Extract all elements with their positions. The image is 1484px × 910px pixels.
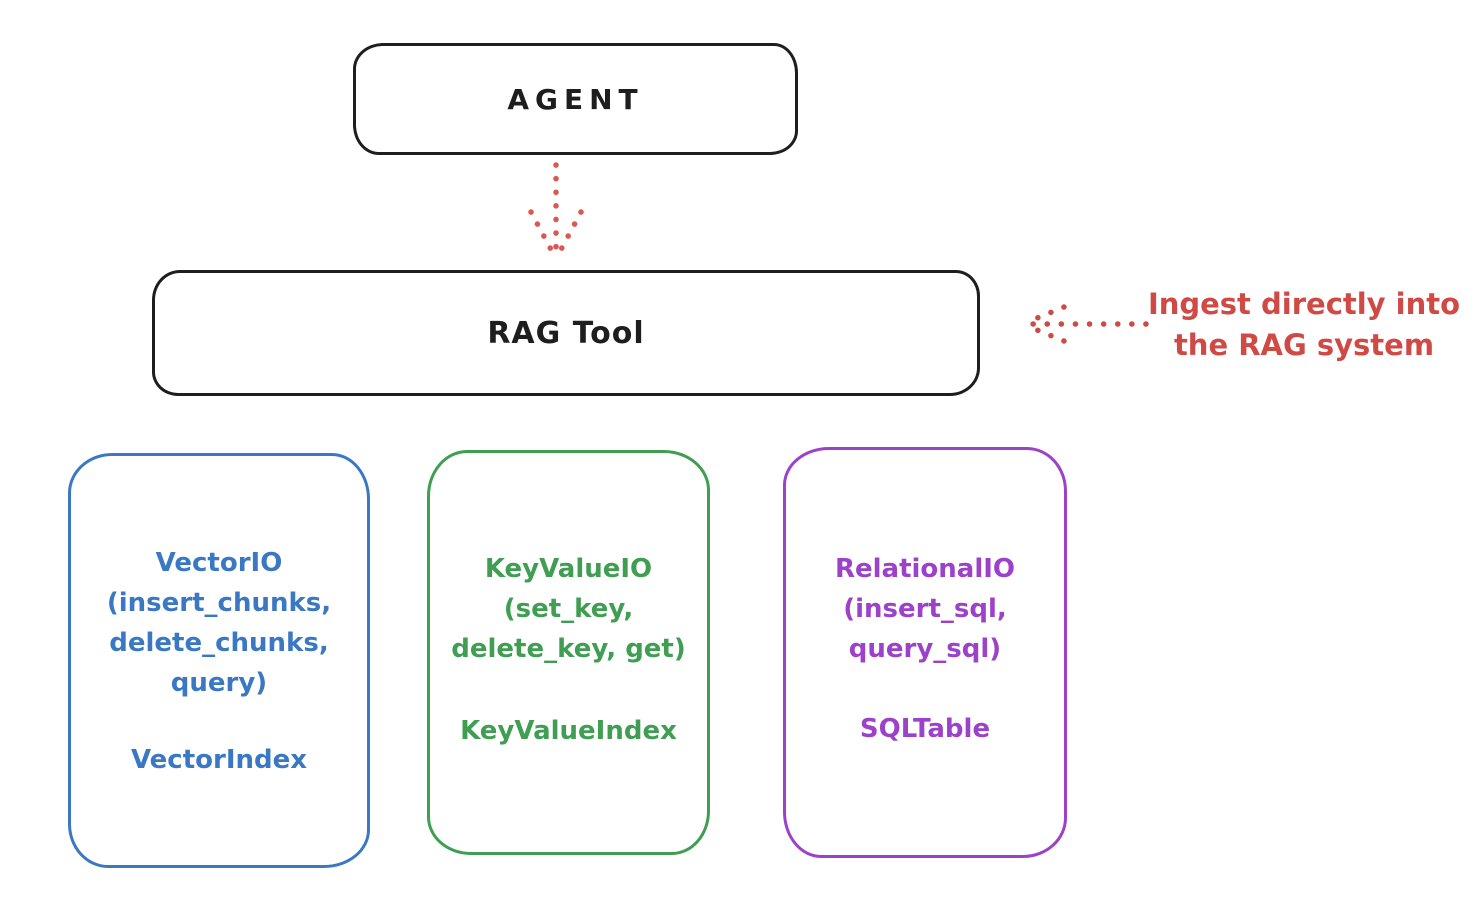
keyvalue-io-box: KeyValueIO (set_key, delete_key, get) Ke… — [427, 450, 710, 855]
relational-io-box: RelationalIO (insert_sql, query_sql) SQL… — [783, 447, 1067, 858]
vector-io-method-line: query) — [170, 668, 268, 698]
relational-io-title: RelationalIO — [834, 554, 1016, 584]
ingest-arrow-icon — [1022, 304, 1149, 344]
rag-tool-label: RAG Tool — [487, 315, 645, 351]
relational-io-method-line: (insert_sql, — [843, 594, 1007, 624]
relational-io-method-line: query_sql) — [848, 634, 1002, 664]
vector-index-label: VectorIndex — [130, 745, 308, 775]
keyvalue-io-method-line: delete_key, get) — [451, 634, 686, 664]
vector-io-method-line: (insert_chunks, — [106, 588, 332, 618]
rag-tool-box: RAG Tool — [152, 270, 980, 396]
keyvalue-io-title: KeyValueIO — [484, 554, 653, 584]
agent-label: AGENT — [507, 82, 644, 116]
vector-io-method-line: delete_chunks, — [109, 628, 329, 658]
vector-io-title: VectorIO — [155, 548, 283, 578]
keyvalue-index-label: KeyValueIndex — [460, 716, 677, 746]
vector-io-box: VectorIO (insert_chunks, delete_chunks, … — [68, 453, 370, 868]
sql-table-label: SQLTable — [859, 714, 991, 744]
agent-box: AGENT — [353, 43, 798, 155]
agent-to-rag-arrow-icon — [528, 162, 584, 260]
ingest-annotation-line1: Ingest directly into — [1147, 287, 1461, 321]
ingest-annotation-line2: the RAG system — [1173, 328, 1435, 362]
ingest-annotation: Ingest directly into the RAG system — [1128, 284, 1480, 366]
keyvalue-io-method-line: (set_key, — [503, 594, 634, 624]
